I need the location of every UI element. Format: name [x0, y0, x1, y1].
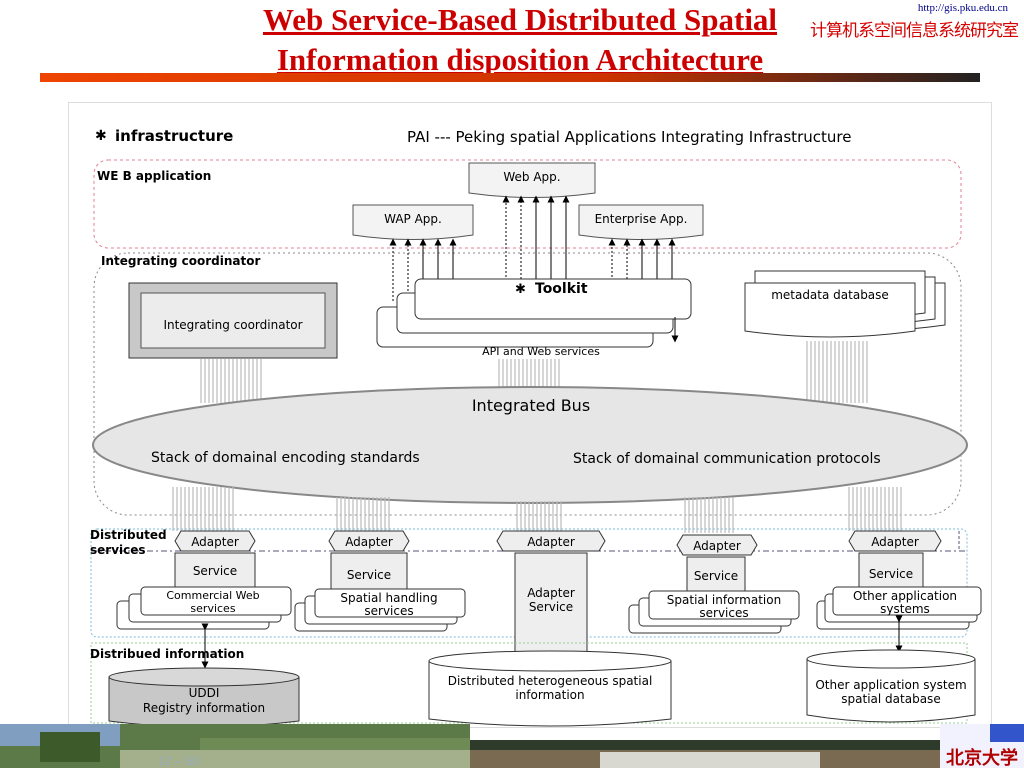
- adapter-spatial-info-box: [676, 534, 758, 556]
- spatial-info-label-line-1: Spatial information: [667, 593, 781, 607]
- metadata-database-box: [744, 282, 916, 338]
- adapter-spatial-info-label: Adapter: [693, 539, 741, 553]
- hetero-label-line-1: Distributed heterogeneous spatial: [448, 674, 653, 688]
- university-logo: 北京大学: [946, 747, 1018, 768]
- distributed-information-label: Distribued information: [90, 647, 244, 661]
- spatial-info-label-line-2: services: [699, 606, 748, 620]
- uddi-cylinder-top: [108, 667, 300, 687]
- footer-tree-left: [40, 732, 100, 762]
- other-db-cylinder-body: [806, 659, 976, 723]
- toolkit-to-apps-arrows: [389, 195, 676, 301]
- web-application-region: [93, 159, 962, 249]
- hetero-label-line-2: information: [515, 688, 584, 702]
- footer-lake-shore: [470, 740, 940, 750]
- wap-app-label: WAP App.: [384, 212, 442, 226]
- stack-protocols-label: Stack of domainal communication protocol…: [573, 451, 881, 467]
- uddi-label-line-2: Registry information: [143, 701, 265, 715]
- adapter-commercial-box: [174, 530, 256, 552]
- commercial-web-label-line-2: services: [190, 602, 235, 615]
- integrating-coordinator-label: Integrating coordinator: [163, 318, 302, 332]
- lab-url[interactable]: http://gis.pku.edu.cn: [917, 2, 1008, 14]
- stack-encoding-label: Stack of domainal encoding standards: [151, 450, 420, 466]
- adapter-spatial-handling-label: Adapter: [345, 535, 393, 549]
- toolkit-label: Toolkit: [535, 281, 588, 297]
- infrastructure-star-icon: ✱: [95, 128, 107, 144]
- page-number: 12 -- 50: [158, 754, 200, 768]
- service-commercial-label: Service: [193, 564, 237, 578]
- service-other-app-label: Service: [869, 567, 913, 581]
- lab-logo-text: 计算机系空间信息系统研究室: [810, 21, 1019, 41]
- integrated-bus-ellipse: [92, 386, 968, 504]
- footer-lake-water: [600, 752, 820, 768]
- service-spatial-info-label: Service: [694, 569, 738, 583]
- web-application-section-label: WE B application: [97, 169, 211, 183]
- service-spatial-handling-label: Service: [347, 568, 391, 582]
- toolkit-star-icon: ✱: [515, 282, 526, 297]
- api-web-services-label: API and Web services: [482, 345, 600, 358]
- web-app-label: Web App.: [503, 170, 560, 184]
- integrated-bus-label: Integrated Bus: [472, 396, 590, 415]
- architecture-diagram: ✱ infrastructure PAI --- Peking spatial …: [90, 127, 982, 728]
- adapter-service-label-line-2: Service: [529, 600, 573, 614]
- footer-photo-strip: 北京大学: [0, 724, 1024, 768]
- distributed-services-region: [90, 528, 968, 638]
- adapter-service-label-line-1: Adapter: [527, 586, 575, 600]
- distributed-services-label-line-2: services: [90, 543, 146, 557]
- hetero-cylinder-top: [428, 650, 672, 672]
- adapter-commercial-label: Adapter: [191, 535, 239, 549]
- spatial-handling-services-box: [314, 588, 466, 618]
- integrating-coordinator-box-inner: [140, 292, 326, 349]
- enterprise-app-label: Enterprise App.: [595, 212, 688, 226]
- other-app-label-line-2: systems: [880, 602, 930, 616]
- other-db-label-line-2: spatial database: [841, 692, 940, 706]
- adapter-other-app-box: [848, 530, 942, 552]
- uddi-label-line-1: UDDI: [189, 686, 220, 700]
- spatial-handling-label-line-2: services: [364, 604, 413, 618]
- other-app-label-line-1: Other application: [853, 589, 957, 603]
- service-other-app-box: [858, 552, 924, 588]
- other-application-systems-box: [832, 586, 982, 616]
- infrastructure-label: infrastructure: [115, 127, 233, 145]
- service-spatial-info-box: [686, 556, 746, 592]
- slide-title-line-2: Information disposition Architecture: [276, 42, 764, 77]
- commercial-web-label-line-1: Commercial Web: [166, 589, 259, 602]
- integrating-coordinator-section-label: Integrating coordinator: [101, 254, 260, 268]
- hetero-cylinder-body: [428, 661, 672, 727]
- adapter-spatial-handling-box: [328, 530, 410, 552]
- adapter-other-app-label: Adapter: [871, 535, 919, 549]
- slide-title: Web Service-Based Distributed Spatial In…: [150, 0, 890, 80]
- title-underline-bar: [40, 73, 980, 82]
- other-db-label-line-1: Other application system: [815, 678, 966, 692]
- wap-app-box: [352, 204, 474, 240]
- distributed-services-label-line-1: Distributed: [90, 528, 167, 542]
- other-db-cylinder-top: [806, 649, 976, 669]
- spatial-information-services-box: [648, 590, 800, 620]
- service-commercial-box: [174, 552, 256, 588]
- footer-path: [120, 750, 470, 768]
- metadata-database-label: metadata database: [771, 288, 889, 302]
- enterprise-app-box: [578, 204, 704, 240]
- lower-bus-connectors: [172, 487, 902, 533]
- adapter-hetero-box: [496, 530, 606, 552]
- slide-title-line-1: Web Service-Based Distributed Spatial: [262, 2, 778, 37]
- toolkit-box: [414, 278, 692, 320]
- architecture-diagram-panel: ✱ infrastructure PAI --- Peking spatial …: [68, 102, 992, 728]
- pai-label: PAI --- Peking spatial Applications Inte…: [407, 128, 851, 146]
- commercial-web-services-box: [140, 586, 292, 616]
- adapter-hetero-label: Adapter: [527, 535, 575, 549]
- footer-logo-blue-block: [990, 724, 1024, 742]
- spatial-handling-label-line-1: Spatial handling: [340, 591, 437, 605]
